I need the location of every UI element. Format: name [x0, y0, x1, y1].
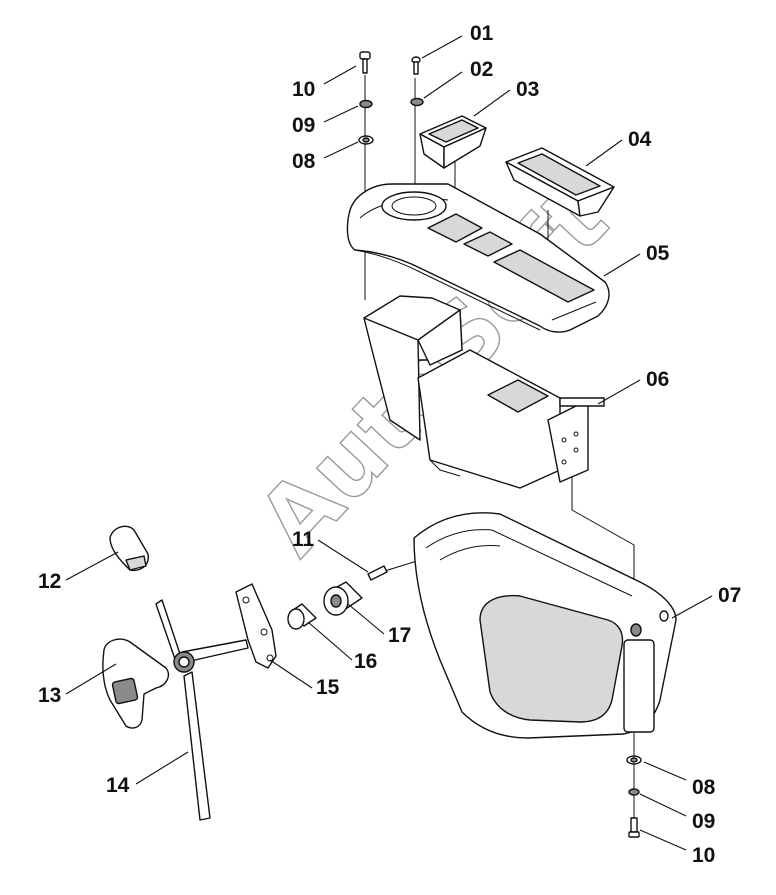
washer-09-bottom — [628, 788, 640, 796]
callout-15: 15 — [316, 676, 340, 699]
callout-04: 04 — [628, 128, 652, 151]
washer-09-top — [359, 99, 373, 109]
callout-09-bottom: 09 — [692, 810, 715, 833]
washer-08-top — [358, 135, 374, 145]
washer-02 — [410, 97, 424, 107]
part-07-front-cover — [413, 512, 677, 739]
screw-10-bottom — [628, 817, 640, 838]
part-03-small-tray — [419, 115, 487, 169]
callout-14: 14 — [106, 774, 130, 797]
callout-05: 05 — [646, 242, 670, 265]
callout-06: 06 — [646, 368, 669, 391]
part-15-bracket — [235, 583, 277, 669]
washer-08-bottom — [626, 755, 642, 765]
callout-03: 03 — [516, 78, 539, 101]
part-16-bushing — [287, 603, 317, 630]
callout-07: 07 — [718, 584, 741, 607]
callout-08-bottom: 08 — [692, 776, 716, 799]
callout-02: 02 — [470, 58, 493, 81]
part-17-bushing — [323, 581, 363, 616]
part-12-knob — [109, 525, 149, 572]
callout-13: 13 — [38, 684, 61, 707]
callout-10-bottom: 10 — [692, 844, 715, 867]
callout-11: 11 — [292, 528, 315, 551]
callout-09-top: 09 — [292, 114, 315, 137]
part-11-pin — [367, 565, 388, 581]
callout-12: 12 — [38, 570, 61, 593]
part-04-long-tray — [505, 147, 615, 217]
callout-01: 01 — [470, 22, 494, 45]
part-05-console-top — [346, 183, 610, 333]
callout-17: 17 — [388, 624, 411, 647]
part-14-lever — [155, 599, 249, 821]
callout-16: 16 — [354, 650, 377, 673]
part-13-cover-plate — [102, 638, 170, 729]
callout-labels: 01 02 03 04 05 06 07 08 09 10 11 12 13 1… — [38, 22, 741, 867]
callout-10-top: 10 — [292, 78, 315, 101]
part-06-console-body — [363, 295, 605, 489]
screw-01 — [411, 56, 421, 75]
callout-08-top: 08 — [292, 150, 316, 173]
screw-10-top — [359, 51, 371, 74]
leader-lines — [65, 35, 713, 851]
